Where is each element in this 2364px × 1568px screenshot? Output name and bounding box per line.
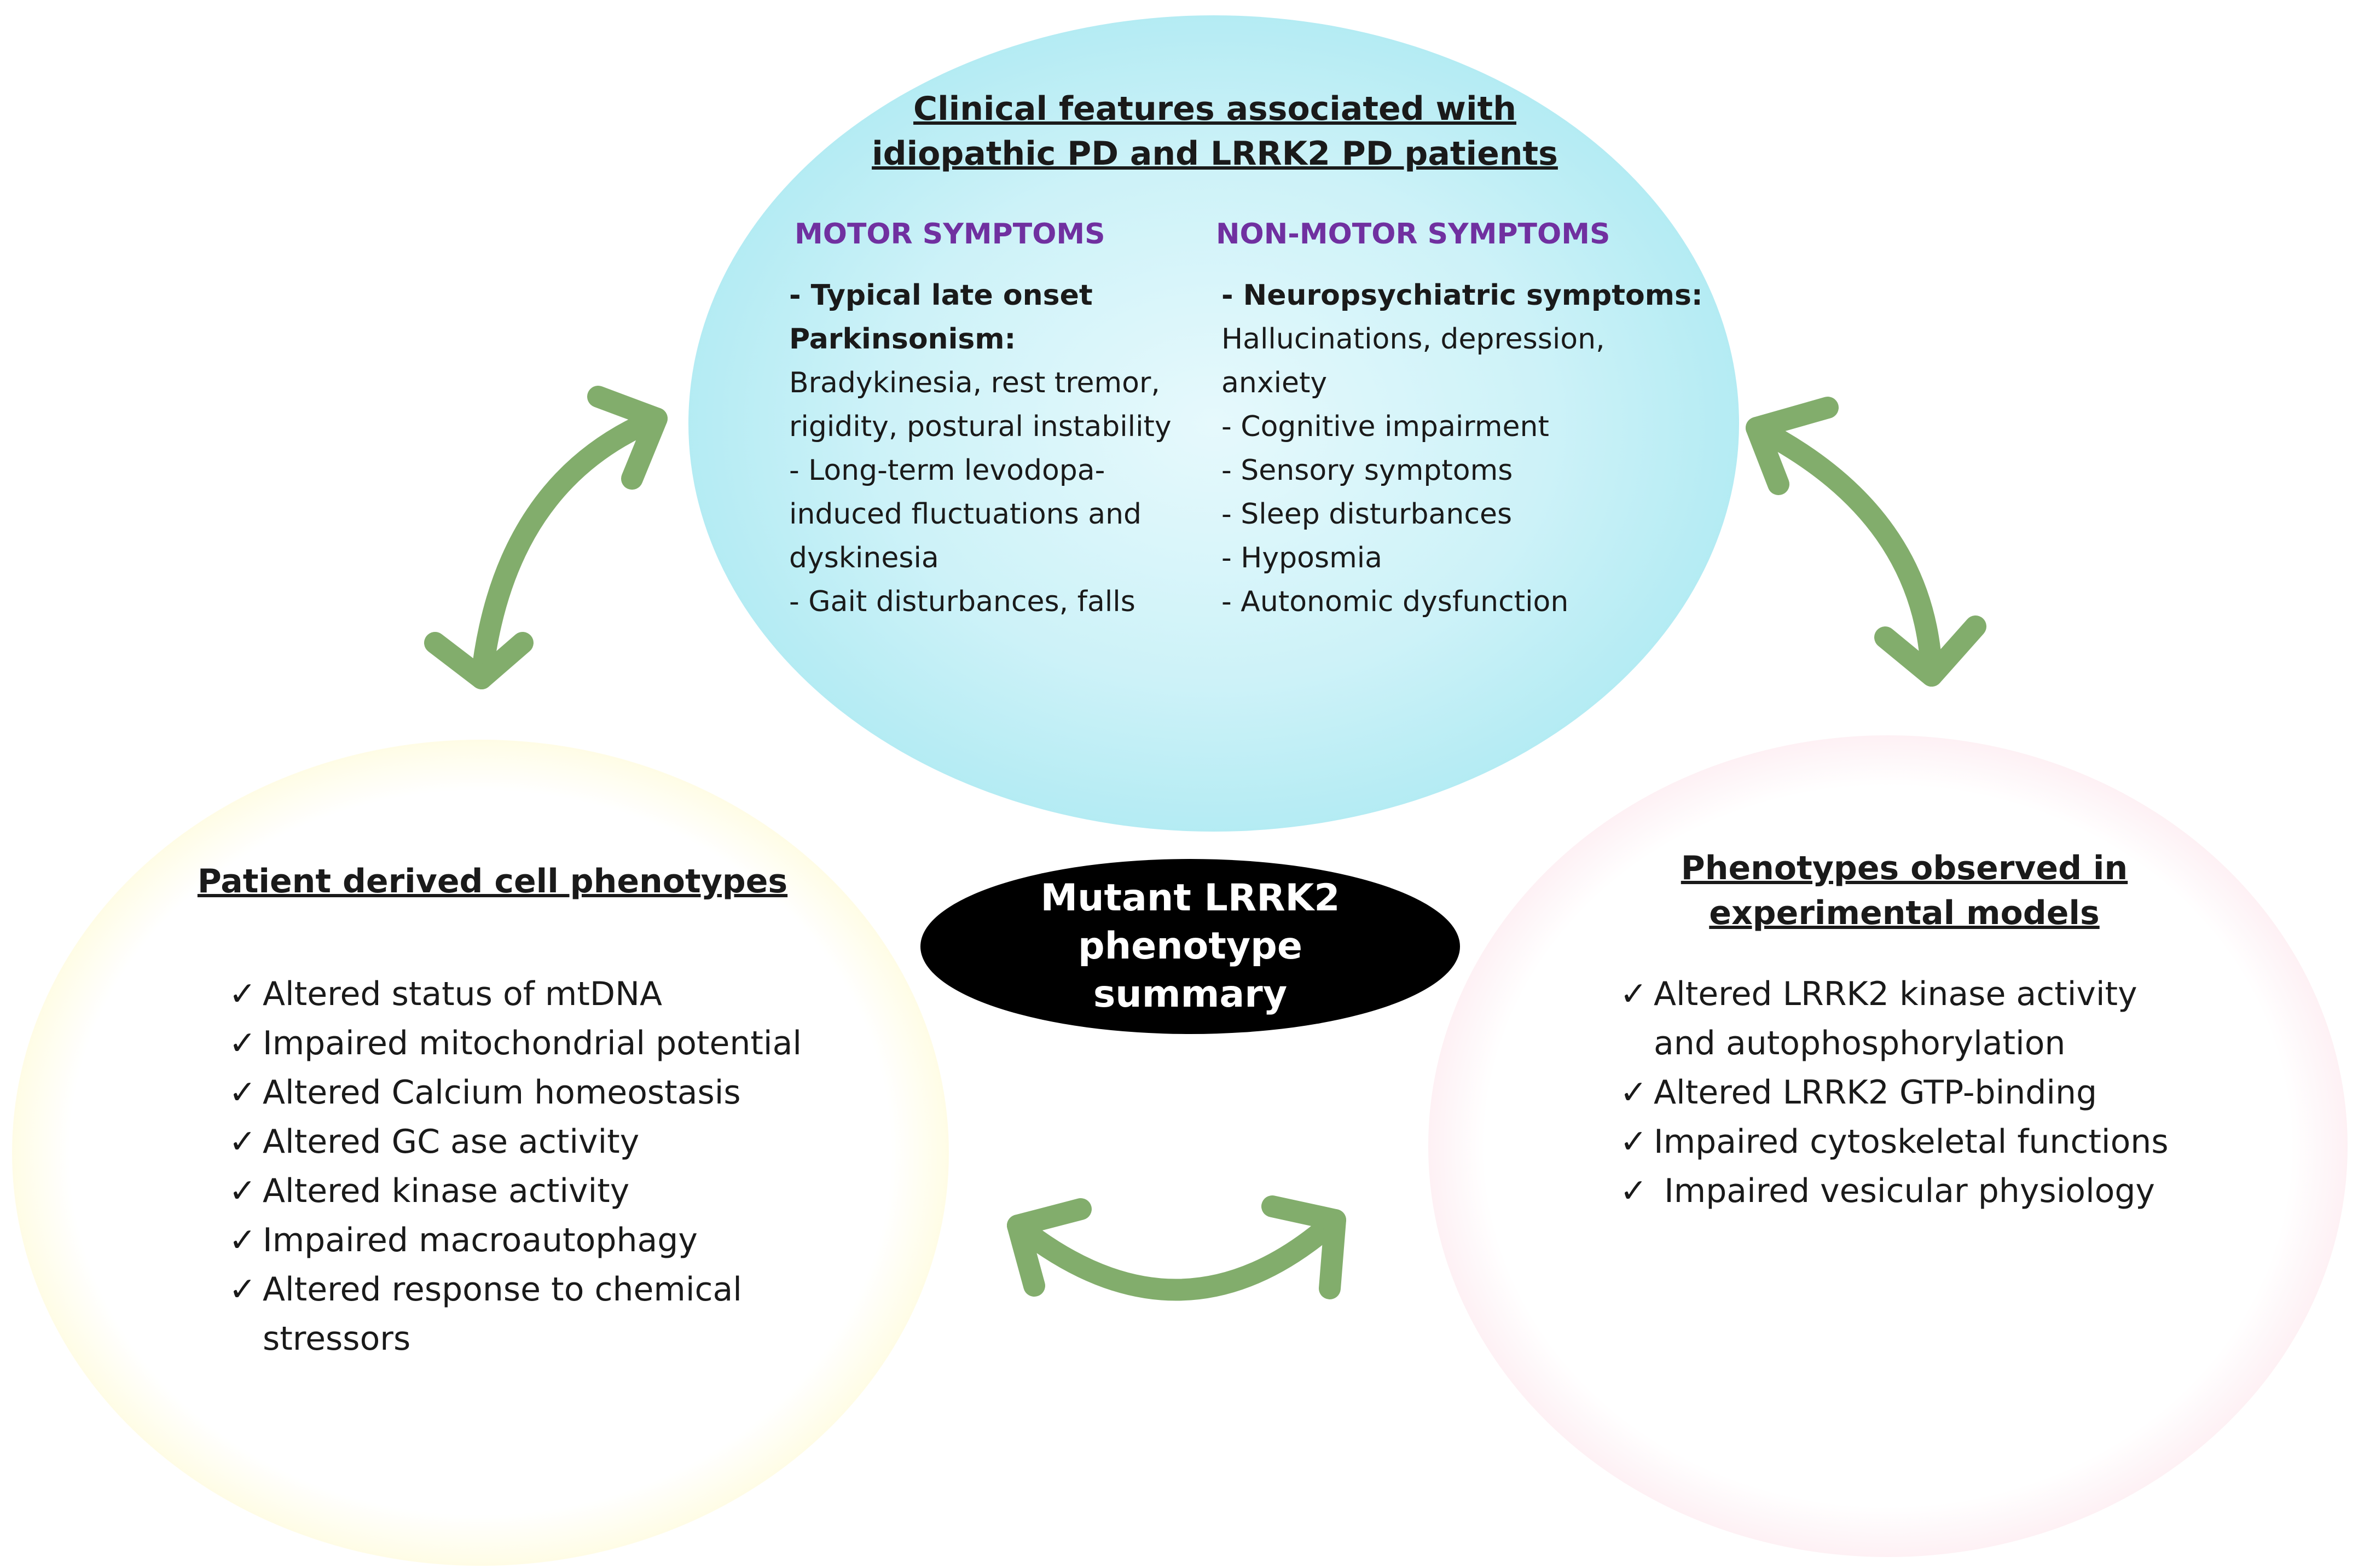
list-item: ✓Impaired mitochondrial potential [229,1019,802,1068]
clinical-features-title: Clinical features associated with idiopa… [766,86,1664,176]
list-item-text: stressors [263,1320,411,1358]
mutant-lrrk2-summary-oval: Mutant LRRK2 phenotype summary [920,859,1460,1034]
non-motor-line: - Cognitive impairment [1221,410,1549,443]
checkmark-icon: ✓ [1620,1073,1648,1112]
motor-line: Bradykinesia, rest tremor, [789,367,1160,399]
experimental-models-ellipse [1428,735,2348,1557]
checkmark-icon: ✓ [1620,975,1648,1013]
experimental-models-list: ✓Altered LRRK2 kinase activity and autop… [1620,969,2169,1216]
list-item-text: Impaired macroautophagy [263,1221,698,1259]
checkmark-icon: ✓ [229,1024,257,1062]
patient-cell-phenotypes-ellipse [12,740,949,1566]
checkmark-icon: ✓ [229,975,257,1013]
motor-line: - Gait disturbances, falls [789,585,1135,618]
list-item: ✓Altered Calcium homeostasis [229,1068,802,1117]
list-item-text: Impaired vesicular physiology [1654,1172,2155,1210]
list-item-text: Altered response to chemical [263,1270,742,1309]
list-item: ✓Altered LRRK2 kinase activity [1620,969,2169,1019]
list-item-continuation: and autophosphorylation [1620,1019,2169,1068]
clinical-features-title-line: idiopathic PD and LRRK2 PD patients [872,135,1558,173]
patient-cell-phenotypes-list: ✓Altered status of mtDNA ✓Impaired mitoc… [229,969,802,1363]
motor-line: Parkinsonism: [789,323,1016,356]
non-motor-line: - Autonomic dysfunction [1221,585,1569,618]
center-label-line: phenotype [1078,925,1302,968]
list-item-text: Altered Calcium homeostasis [263,1073,741,1112]
clinical-features-title-line: Clinical features associated with [913,90,1516,128]
checkmark-icon: ✓ [229,1172,257,1210]
list-item-text: Altered LRRK2 GTP-binding [1654,1073,2098,1112]
patient-cell-phenotypes-title-line: Patient derived cell phenotypes [197,862,788,901]
non-motor-line: - Sensory symptoms [1221,454,1513,487]
list-item-text: Altered kinase activity [263,1172,630,1210]
clinical-features-ellipse [688,15,1739,832]
bottom-double-arrow [1007,1195,1346,1301]
motor-symptoms-heading: MOTOR SYMPTOMS [795,218,1105,251]
non-motor-symptoms-list: - Neuropsychiatric symptoms: Hallucinati… [1221,274,1703,624]
non-motor-line: - Neuropsychiatric symptoms: [1221,279,1703,312]
list-item-text: Altered GC ase activity [263,1123,640,1161]
list-item: ✓ Impaired vesicular physiology [1620,1166,2169,1216]
left-double-arrow [424,386,668,689]
non-motor-symptoms-heading: NON-MOTOR SYMPTOMS [1216,218,1610,251]
list-item-text: Altered LRRK2 kinase activity [1654,975,2137,1013]
checkmark-icon: ✓ [229,1073,257,1112]
patient-cell-phenotypes-title: Patient derived cell phenotypes [164,859,821,904]
list-item: ✓Impaired macroautophagy [229,1216,802,1265]
center-label-line: Mutant LRRK2 [1040,876,1340,920]
experimental-models-title-line: Phenotypes observed in [1681,849,2128,887]
list-item-continuation: stressors [229,1314,802,1363]
checkmark-icon: ✓ [229,1270,257,1309]
motor-line: - Long-term levodopa- [789,454,1105,487]
experimental-models-title-line: experimental models [1709,894,2100,932]
list-item: ✓Altered status of mtDNA [229,969,802,1019]
right-double-arrow [1746,397,1986,687]
motor-line: dyskinesia [789,542,939,574]
experimental-models-title: Phenotypes observed in experimental mode… [1587,846,2222,936]
list-item-text: Impaired mitochondrial potential [263,1024,802,1062]
list-item-text: and autophosphorylation [1654,1024,2066,1062]
non-motor-line: Hallucinations, depression, [1221,323,1605,356]
non-motor-line: anxiety [1221,367,1328,399]
non-motor-line: - Sleep disturbances [1221,498,1513,531]
non-motor-line: - Hyposmia [1221,542,1383,574]
list-item: ✓Impaired cytoskeletal functions [1620,1117,2169,1166]
list-item: ✓Altered response to chemical [229,1265,802,1314]
motor-line: rigidity, postural instability [789,410,1172,443]
checkmark-icon: ✓ [229,1123,257,1161]
motor-line: induced fluctuations and [789,498,1142,531]
list-item: ✓Altered LRRK2 GTP-binding [1620,1068,2169,1117]
list-item-text: Altered status of mtDNA [263,975,663,1013]
motor-symptoms-list: - Typical late onset Parkinsonism: Brady… [789,274,1172,624]
checkmark-icon: ✓ [1620,1172,1648,1210]
list-item: ✓Altered GC ase activity [229,1117,802,1166]
list-item-text: Impaired cytoskeletal functions [1654,1123,2169,1161]
motor-line: - Typical late onset [789,279,1093,312]
checkmark-icon: ✓ [229,1221,257,1259]
list-item: ✓Altered kinase activity [229,1166,802,1216]
center-label-line: summary [1093,973,1288,1016]
checkmark-icon: ✓ [1620,1123,1648,1161]
